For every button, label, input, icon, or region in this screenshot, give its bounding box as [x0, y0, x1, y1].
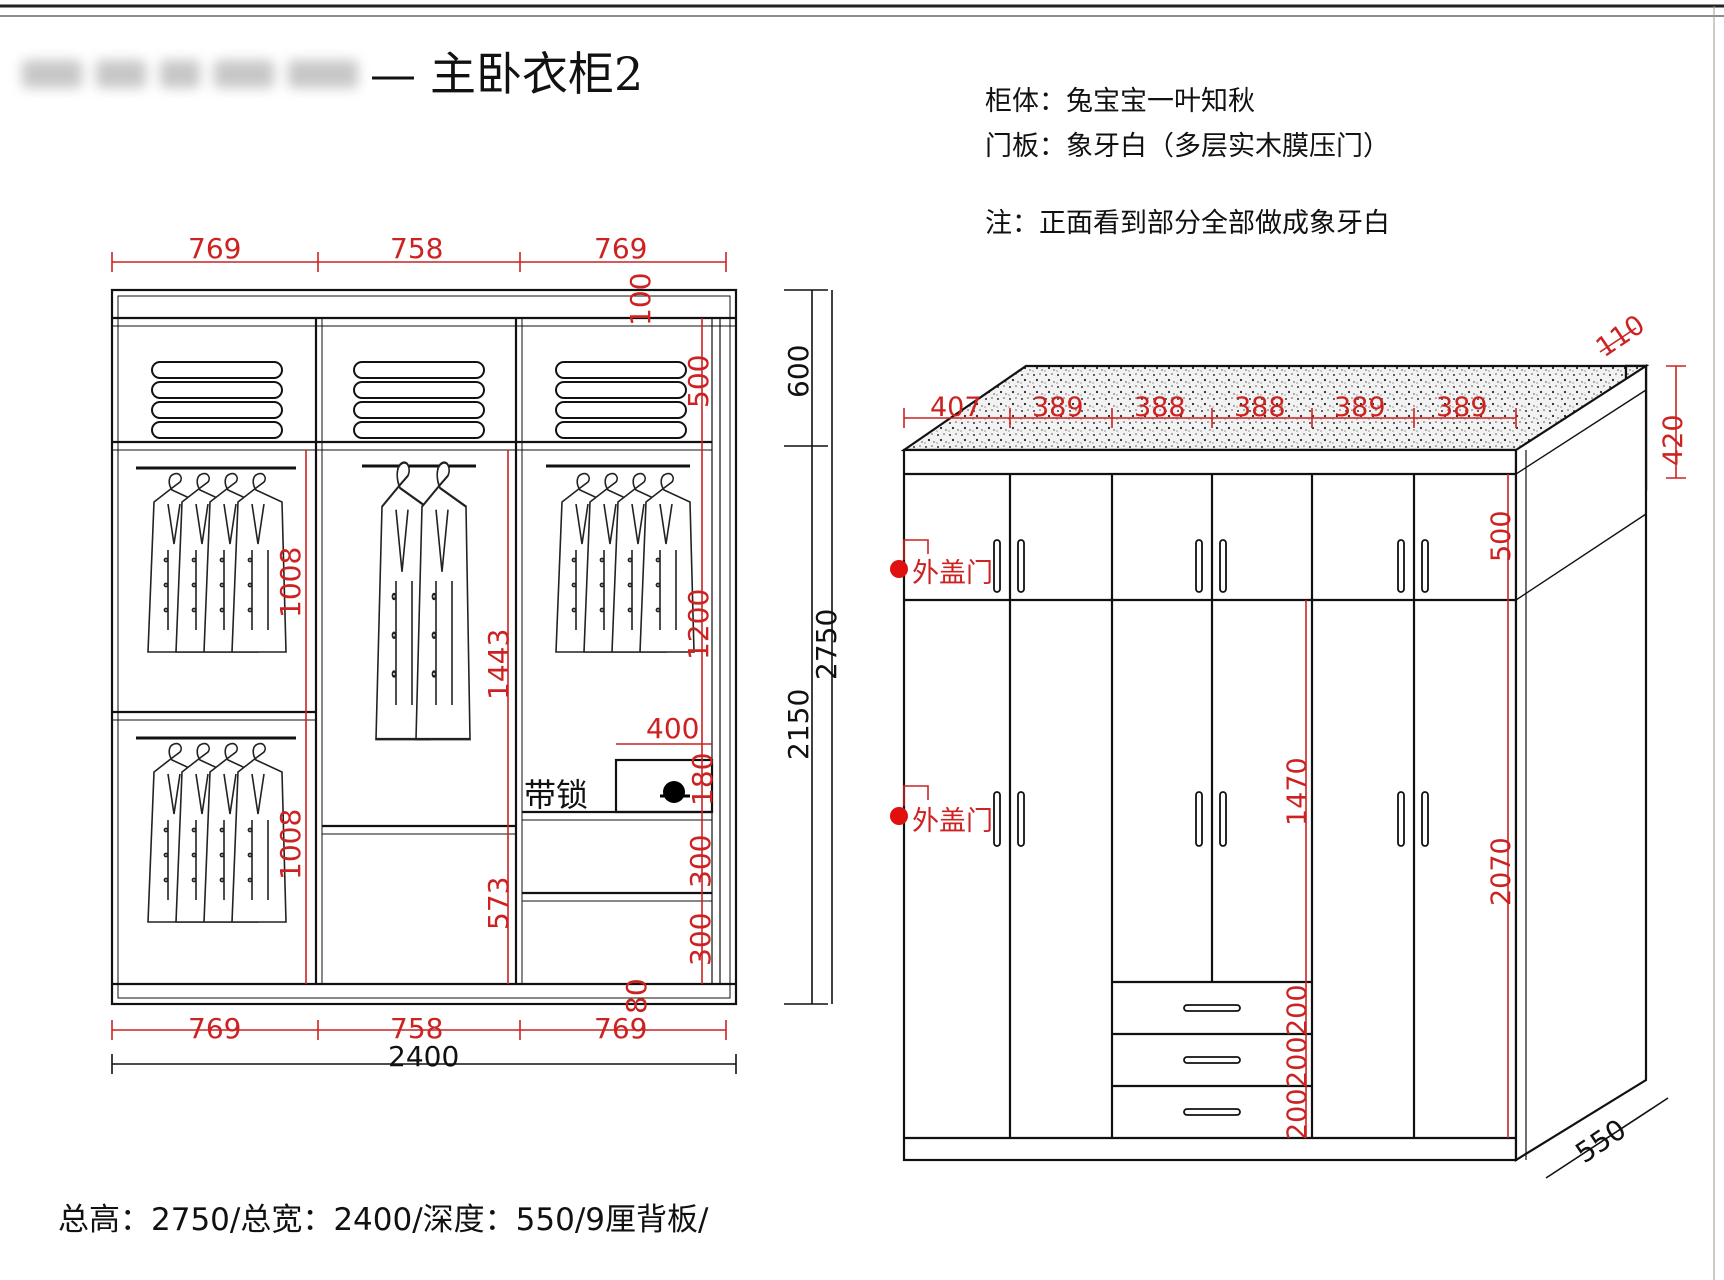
dim-drawer-height: 180 — [686, 753, 719, 806]
door-handles — [993, 539, 1429, 847]
dim-right-1200: 1200 — [682, 589, 715, 660]
towel-stack-right — [555, 361, 687, 439]
pdim-389b: 389 — [1334, 392, 1386, 423]
door-marker-1 — [890, 560, 908, 578]
lock-icon — [663, 781, 685, 803]
overall-dimension-labels: 2400 600 2150 2750 — [388, 345, 843, 1073]
pdim-388a: 388 — [1134, 392, 1186, 423]
perspective-dimension-lines — [903, 327, 1686, 1138]
drawer-handle-1 — [1183, 1004, 1241, 1012]
dim-mid-573: 573 — [482, 877, 515, 930]
dim-top-2: 758 — [390, 232, 443, 265]
dim-left-1008a: 1008 — [274, 547, 307, 618]
towel-stack-left — [151, 361, 283, 439]
dim-overall-2750: 2750 — [810, 609, 843, 680]
dim-right-300b: 300 — [684, 913, 717, 966]
pdim-420: 420 — [1658, 414, 1689, 466]
note-door: 门板：象牙白（多层实木膜压门） — [985, 131, 1390, 162]
blurred-brand-text — [22, 40, 402, 110]
pdim-200a: 200 — [1282, 984, 1313, 1036]
lock-drawer — [614, 758, 714, 814]
dim-right-500: 500 — [682, 355, 715, 408]
side-face — [1514, 363, 1648, 1162]
drawer-handle-2 — [1183, 1056, 1241, 1064]
dim-left-1008b: 1008 — [274, 809, 307, 880]
door-marker-2 — [890, 807, 908, 825]
dim-overall-600: 600 — [782, 345, 815, 398]
pdim-407: 407 — [930, 392, 982, 423]
dim-overall-2150: 2150 — [782, 689, 815, 760]
pdim-200c: 200 — [1282, 1088, 1313, 1140]
dim-bottom-3: 769 — [594, 1012, 647, 1045]
front-inner-frame — [117, 295, 731, 999]
perspective-view — [900, 363, 1650, 1162]
pdim-2070: 2070 — [1486, 837, 1517, 906]
pdim-389c: 389 — [1436, 392, 1488, 423]
coats-left-bottom — [147, 742, 287, 923]
dim-right-300a: 300 — [684, 835, 717, 888]
footer-summary: 总高：2750/总宽：2400/深度：550/9厘背板/ — [58, 1202, 709, 1238]
drawer-handle-3 — [1183, 1108, 1241, 1116]
door-label-1: 外盖门 — [912, 558, 993, 589]
pdim-110: 110 — [1591, 309, 1651, 364]
dim-bottom-2: 758 — [390, 1012, 443, 1045]
dim-right-80: 80 — [620, 978, 653, 1014]
pdim-389a: 389 — [1032, 392, 1084, 423]
coats-left-top — [147, 472, 287, 653]
front-dimension-labels: 769 758 769 769 758 769 400 100 500 1200… — [188, 232, 719, 1045]
door-label-2: 外盖门 — [912, 806, 993, 837]
front-dimension-lines — [111, 252, 727, 1040]
dim-top-1: 769 — [188, 232, 241, 265]
lock-label: 带锁 — [524, 776, 588, 814]
depth-dim-line — [1545, 1097, 1669, 1179]
dim-total-width: 2400 — [388, 1040, 459, 1073]
drawer-handles — [1183, 1004, 1241, 1116]
front-outer-frame — [110, 288, 738, 1006]
overall-dim-lines — [784, 289, 833, 1005]
pdim-200b: 200 — [1282, 1036, 1313, 1088]
note-remark: 注：正面看到部分全部做成象牙白 — [985, 208, 1390, 239]
page-title: 主卧衣柜2 — [430, 47, 643, 101]
note-carcass: 柜体：兔宝宝一叶知秋 — [985, 86, 1255, 117]
dim-bottom-1: 769 — [188, 1012, 241, 1045]
coats-middle — [374, 461, 472, 741]
front-view — [110, 288, 738, 1006]
title-dash: — — [370, 47, 416, 101]
pdim-1470: 1470 — [1282, 757, 1313, 826]
dim-mid-1443: 1443 — [482, 629, 515, 700]
dim-right-100: 100 — [624, 273, 657, 326]
pdim-388b: 388 — [1234, 392, 1286, 423]
towel-stack-middle — [353, 361, 485, 439]
dim-drawer-width: 400 — [646, 712, 699, 745]
dim-top-3: 769 — [594, 232, 647, 265]
coats-right-top — [555, 472, 695, 653]
pdim-500: 500 — [1486, 510, 1517, 562]
